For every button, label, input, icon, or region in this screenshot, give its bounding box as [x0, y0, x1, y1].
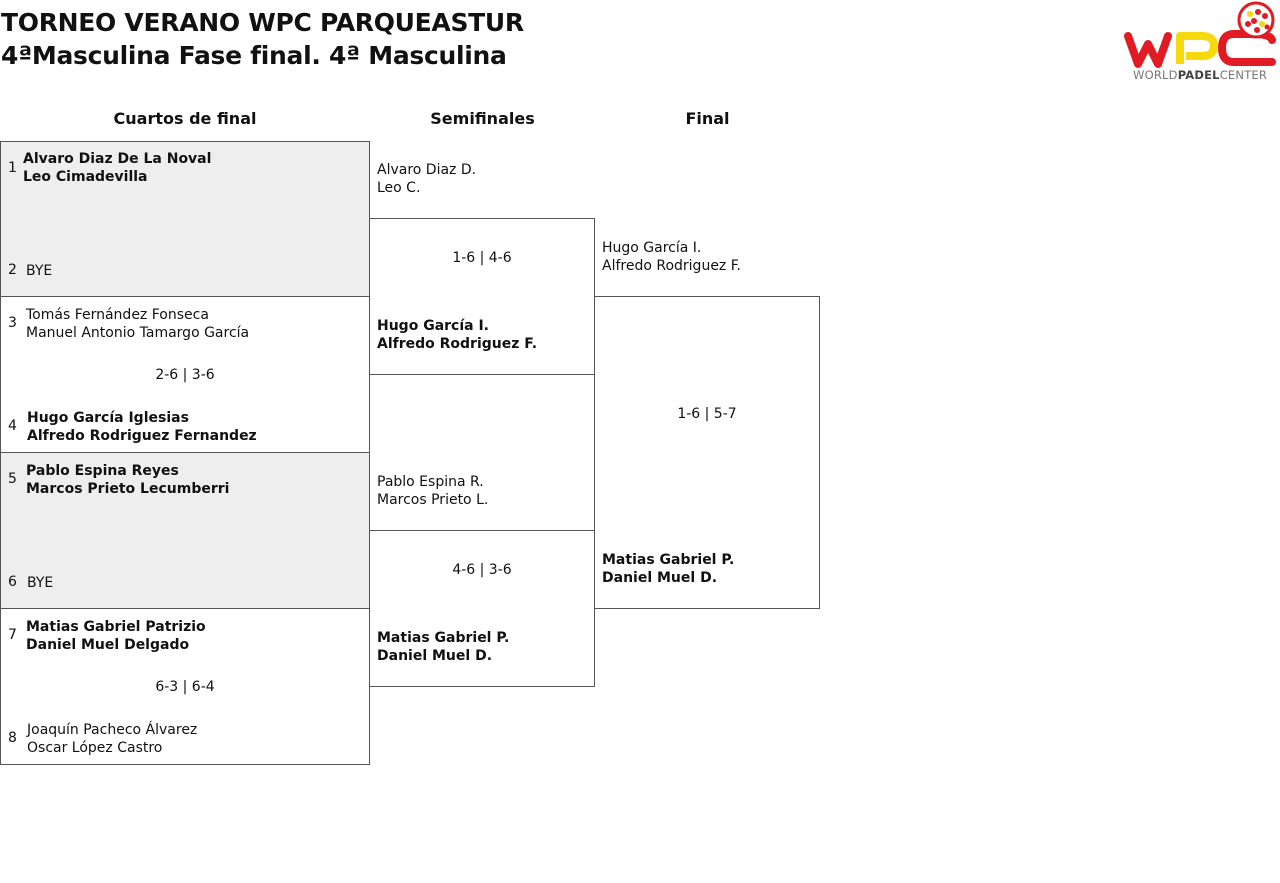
round-heading-quarterfinals: Cuartos de final	[113, 109, 257, 128]
seed-number: 6	[8, 574, 17, 590]
team-player-2: Marcos Prieto Lecumberri	[26, 481, 230, 497]
semifinal-1-team-a-player-1: Alvaro Diaz D.	[377, 162, 477, 178]
semifinal-match-2[interactable]: 4-6 | 3-6 Matias Gabriel P. Daniel Muel …	[369, 530, 595, 687]
team-player-1: Matias Gabriel P.	[377, 630, 510, 646]
final-match[interactable]: 1-6 | 5-7 Matias Gabriel P. Daniel Muel …	[594, 296, 820, 609]
seed-number: 2	[8, 262, 17, 278]
round-heading-semifinals: Semifinales	[430, 109, 535, 128]
team-player-2: Daniel Muel D.	[602, 570, 718, 586]
team-player-1: Alvaro Diaz De La Noval	[23, 151, 212, 167]
team-player-2: Daniel Muel Delgado	[26, 637, 190, 653]
quarterfinal-match-3[interactable]: 5 Pablo Espina Reyes Marcos Prieto Lecum…	[0, 452, 370, 609]
wpc-logo	[1124, 1, 1276, 68]
team-player-2: Manuel Antonio Tamargo García	[26, 325, 250, 341]
team-player-1: Matias Gabriel P.	[602, 552, 735, 568]
logo-caption: WORLDPADELCENTER	[1133, 68, 1267, 82]
final-team-a-player-1: Hugo García I.	[602, 240, 702, 256]
semifinal-2-team-a-player-1: Pablo Espina R.	[377, 474, 484, 490]
team-player-1: Matias Gabriel Patrizio	[26, 619, 206, 635]
quarterfinal-match-1[interactable]: 1 Alvaro Diaz De La Noval Leo Cimadevill…	[0, 141, 370, 297]
team-player-1: Hugo García I.	[377, 318, 489, 334]
seed-number: 7	[8, 627, 17, 643]
seed-number: 1	[8, 160, 17, 176]
seed-number: 8	[8, 730, 17, 746]
match-score: 1-6 | 5-7	[677, 406, 737, 422]
semifinal-1-team-a-player-2: Leo C.	[377, 180, 421, 196]
logo-caption-padel: PADEL	[1177, 68, 1220, 82]
semifinal-match-1[interactable]: 1-6 | 4-6 Hugo García I. Alfredo Rodrigu…	[369, 218, 595, 375]
match-score: 1-6 | 4-6	[452, 250, 512, 266]
quarterfinal-match-4[interactable]: 7 Matias Gabriel Patrizio Daniel Muel De…	[0, 608, 370, 765]
bye-label: BYE	[26, 263, 53, 279]
team-player-2: Alfredo Rodriguez F.	[377, 336, 538, 352]
team-player-1: Joaquín Pacheco Álvarez	[27, 722, 198, 738]
team-player-2: Oscar López Castro	[27, 740, 163, 756]
match-score: 4-6 | 3-6	[452, 562, 512, 578]
seed-number: 5	[8, 471, 17, 487]
round-heading-final: Final	[685, 109, 730, 128]
semifinal-2-team-a-player-2: Marcos Prieto L.	[377, 492, 489, 508]
team-player-2: Alfredo Rodriguez Fernandez	[27, 428, 257, 444]
category-subtitle: 4ªMasculina Fase final. 4ª Masculina	[1, 41, 507, 70]
logo-caption-center: CENTER	[1219, 68, 1268, 82]
team-player-2: Daniel Muel D.	[377, 648, 493, 664]
match-score: 2-6 | 3-6	[155, 367, 215, 383]
quarterfinal-match-2[interactable]: 3 Tomás Fernández Fonseca Manuel Antonio…	[0, 296, 370, 453]
bye-label: BYE	[27, 575, 54, 591]
seed-number: 3	[8, 315, 17, 331]
match-score: 6-3 | 6-4	[155, 679, 215, 695]
team-player-1: Tomás Fernández Fonseca	[26, 307, 209, 323]
team-player-1: Hugo García Iglesias	[27, 410, 189, 426]
final-team-a-player-2: Alfredo Rodriguez F.	[602, 258, 741, 274]
logo-caption-world: WORLD	[1133, 68, 1178, 82]
seed-number: 4	[8, 418, 17, 434]
tournament-title: TORNEO VERANO WPC PARQUEASTUR	[1, 8, 524, 37]
team-player-1: Pablo Espina Reyes	[26, 463, 179, 479]
team-player-2: Leo Cimadevilla	[23, 169, 148, 185]
